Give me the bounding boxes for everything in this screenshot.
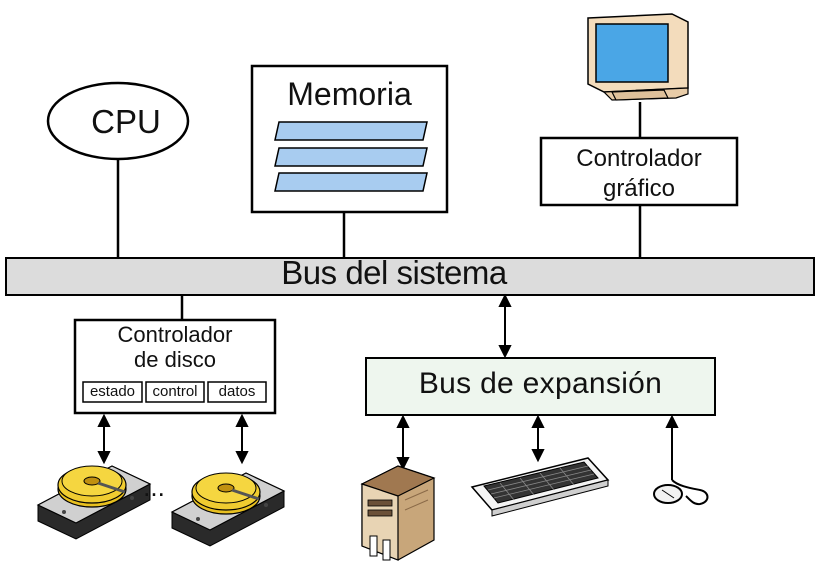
graphics-controller-line1: Controlador <box>576 145 702 172</box>
register-datos: datos <box>218 383 256 400</box>
expansion-bus-label: Bus de expansión <box>418 367 663 400</box>
disk-ellipsis: ... <box>143 472 165 502</box>
connector-lines <box>116 102 642 320</box>
arrow-tower <box>396 414 410 471</box>
arrow-system-expansion <box>498 293 512 359</box>
cpu-node <box>46 81 190 161</box>
memory-label: Memoria <box>287 76 412 112</box>
register-estado: estado <box>89 383 136 400</box>
memory-bank-2 <box>274 147 428 167</box>
memory-bank-1 <box>274 121 428 141</box>
graphics-controller-box <box>539 136 739 207</box>
cpu-label: CPU <box>91 103 161 140</box>
memory-block <box>250 64 449 214</box>
monitor-icon <box>587 13 689 101</box>
memory-bank-3 <box>274 172 428 192</box>
hard-disk-icon <box>170 472 286 547</box>
system-bus <box>5 257 815 296</box>
system-bus-label: Bus del sistema <box>281 254 507 291</box>
register-estado-box <box>82 381 143 403</box>
arrow-disk2 <box>235 413 249 465</box>
pc-tower-icon <box>360 465 436 561</box>
expansion-bus <box>365 357 716 416</box>
mouse-icon <box>653 479 709 506</box>
arrow-disk1 <box>97 413 111 465</box>
disk-controller-line2: de disco <box>134 347 216 372</box>
hard-disk-icon <box>36 465 152 540</box>
disk-controller-label: Controlador de disco <box>75 322 275 372</box>
register-control: control <box>152 383 198 400</box>
register-datos-box <box>207 381 267 403</box>
arrow-keyboard <box>531 414 545 463</box>
arrow-mouse <box>665 414 679 480</box>
register-control-box <box>145 381 205 403</box>
double-arrows <box>97 293 679 480</box>
keyboard-icon <box>470 457 610 517</box>
graphics-controller-label: Controlador gráfico <box>541 144 737 204</box>
graphics-controller-line2: gráfico <box>602 175 676 202</box>
disk-controller-line1: Controlador <box>117 322 233 347</box>
